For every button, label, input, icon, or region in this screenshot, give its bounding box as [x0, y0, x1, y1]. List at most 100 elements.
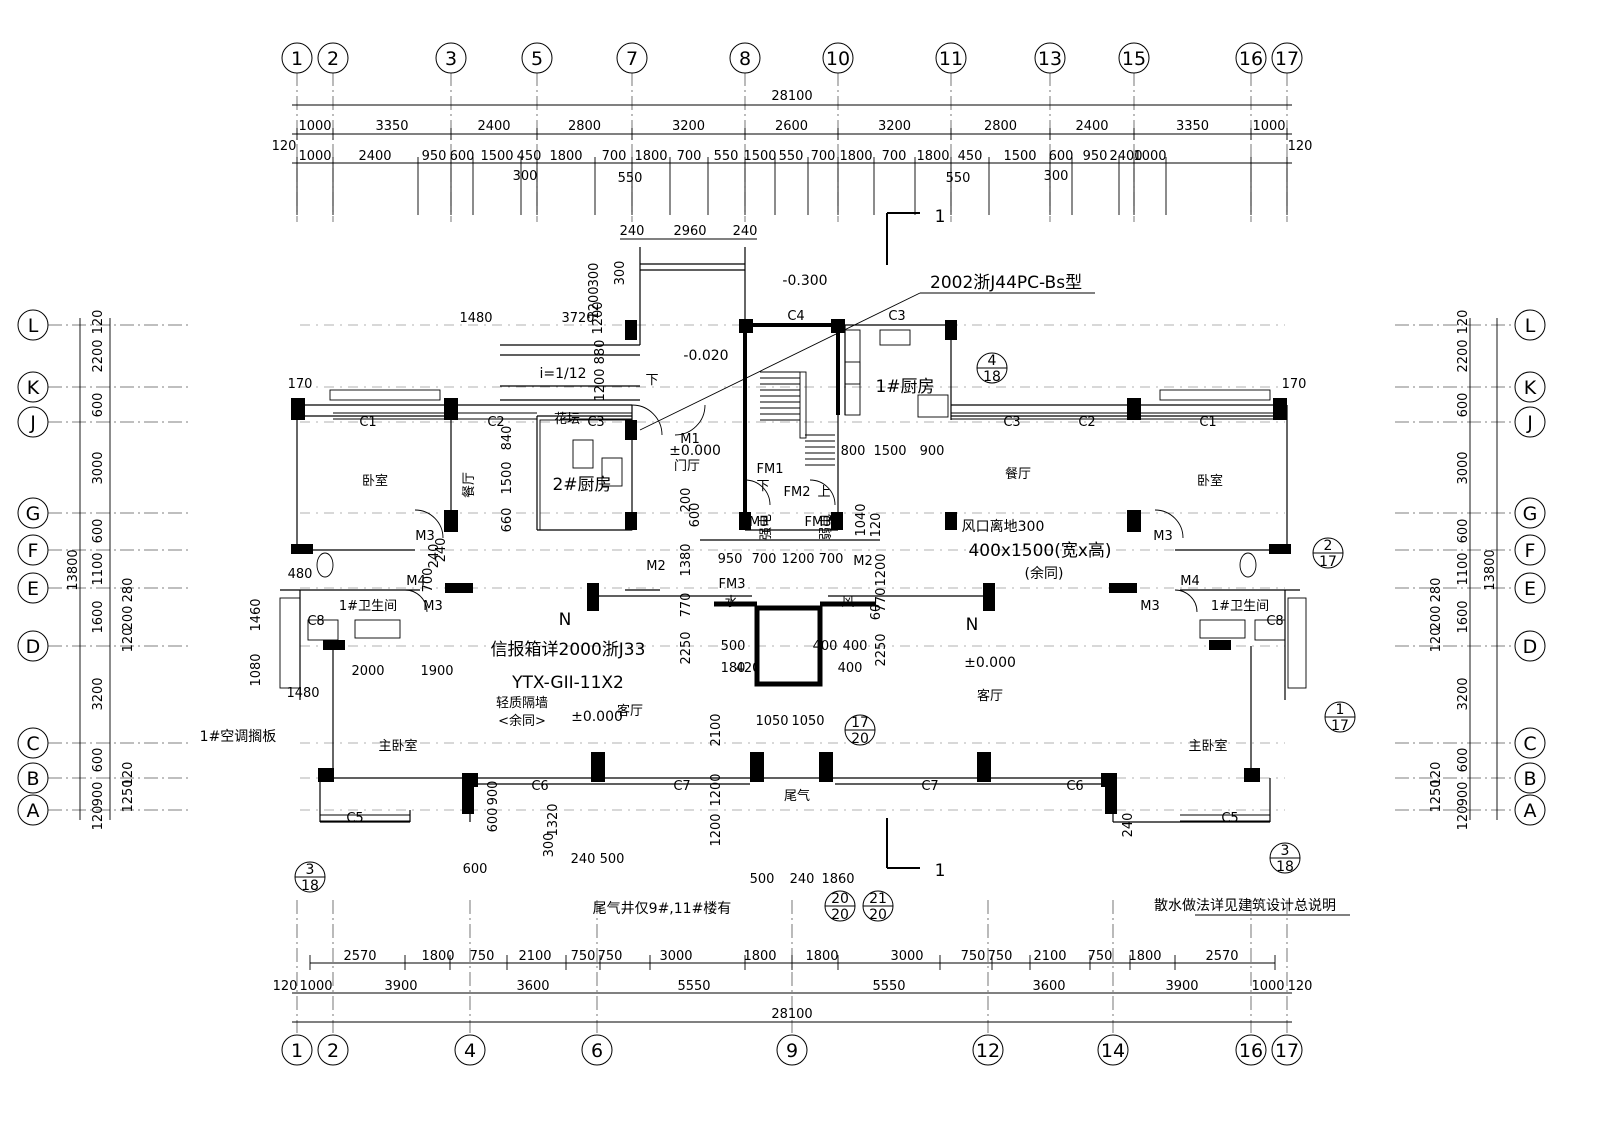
dim-misc-3: 880	[593, 340, 608, 365]
tag-fm3-28: FM3	[805, 515, 832, 530]
dim-misc-14: 200	[679, 488, 694, 513]
tag-c1-1: C1	[1199, 415, 1216, 430]
bath-left-basin	[307, 619, 339, 641]
dim-bottom-row1-10: 750	[961, 949, 986, 964]
axis-bubble-left-A	[17, 794, 49, 826]
axis-bubble-left-J-label: J	[29, 412, 36, 434]
dim-misc-40: 480	[288, 567, 313, 582]
dim-bottom-row2-4: 3600	[1032, 979, 1065, 994]
column-19	[587, 583, 599, 611]
axis-bubble-bottom-2-label: 2	[327, 1040, 339, 1062]
dim-top-row2-6: 1800	[549, 149, 582, 164]
column-31	[462, 784, 474, 814]
axis-bubble-right-A	[1514, 794, 1546, 826]
dim-misc-59: 240	[790, 872, 815, 887]
axis-bubble-top-13-label: 13	[1038, 48, 1062, 70]
columns	[291, 319, 1291, 814]
dim-misc-34: 400	[838, 661, 863, 676]
axis-bubble-left-E	[17, 572, 49, 604]
axis-bubble-bottom-6-label: 6	[591, 1040, 603, 1062]
ac-board-left	[279, 597, 301, 689]
axis-bubble-bottom-9-label: 9	[786, 1040, 798, 1062]
anno-slope: i=1/12	[539, 366, 586, 382]
room-living-right: 客厅	[977, 688, 1003, 704]
axis-bubble-top-5	[521, 42, 553, 74]
anno-ytx: YTX-GII-11X2	[511, 673, 624, 693]
column-10	[444, 510, 458, 532]
dim-bottom-row1-12: 2100	[1033, 949, 1066, 964]
ref-bubble-3-top: 17	[851, 715, 869, 731]
room-planter: 花坛	[554, 411, 580, 427]
column-30	[1244, 768, 1260, 782]
column-11	[739, 512, 751, 530]
dim-top-row2-22: 1000	[1133, 149, 1166, 164]
dim-misc-27: 60	[869, 604, 884, 621]
dim-misc-20: 700	[752, 552, 777, 567]
axis-bubble-top-2-label: 2	[327, 48, 339, 70]
dim-top-row2-21: 2400	[1109, 149, 1142, 164]
dim-misc-39: 1200	[709, 813, 724, 846]
dim-top-row2-17: 450	[958, 149, 983, 164]
dim-misc-41: 700	[421, 568, 436, 593]
axis-bubble-right-E	[1514, 572, 1546, 604]
dim-misc-54: 300	[542, 833, 557, 858]
dim-left-total: 13800	[66, 549, 81, 590]
dim-misc-38: 1200	[709, 773, 724, 806]
ref-bubble-6-top: 20	[831, 891, 849, 907]
tag-m3-21: M3	[423, 599, 443, 614]
dim-bottom-end-2: 1000	[1251, 979, 1284, 994]
axis-bubble-left-G-label: G	[26, 503, 41, 525]
axis-bubble-right-D	[1514, 630, 1546, 662]
room-master-left: 主卧室	[378, 738, 417, 754]
anno-vent-size: 400x1500(宽x高)	[968, 541, 1111, 561]
dim-misc-37: 1050	[791, 714, 824, 729]
dim-right-inner-0: 280	[1429, 578, 1444, 603]
dim-top-row2-7: 700	[602, 149, 627, 164]
axis-bubble-left-E-label: E	[27, 578, 39, 600]
dim-misc-30: 180	[721, 661, 746, 676]
dim-top-row2-15: 700	[882, 149, 907, 164]
axis-bubble-top-7	[616, 42, 648, 74]
axis-bubble-bottom-12	[972, 1034, 1004, 1066]
dim-top-row1-6: 3200	[878, 119, 911, 134]
axis-bubble-top-13	[1034, 42, 1066, 74]
dim-bottom-row1-9: 3000	[890, 949, 923, 964]
axis-bubble-bottom-16	[1235, 1034, 1267, 1066]
column-28	[977, 752, 991, 782]
elevator-shaft	[754, 605, 823, 687]
tag-c3-4: C3	[587, 415, 604, 430]
dim-misc-57: 500	[600, 852, 625, 867]
axis-bubble-bottom-4-label: 4	[464, 1040, 476, 1062]
dim-bottom-row2-2: 5550	[677, 979, 710, 994]
dim-misc-55: 600	[463, 862, 488, 877]
column-20	[983, 583, 995, 611]
ref-bubble-2-top: 1	[1336, 702, 1345, 718]
dim-misc-10: 840	[500, 426, 515, 451]
room-tail-gas: 尾气	[784, 788, 810, 804]
column-3	[625, 420, 637, 440]
column-1	[444, 398, 458, 420]
dim-misc-60: 1860	[821, 872, 854, 887]
anno-ac-board: 1#空调搁板	[200, 729, 277, 745]
stair-handrail	[799, 371, 807, 439]
dim-misc-26: 770	[874, 588, 889, 613]
column-9	[1273, 398, 1287, 420]
dim-top-row2-10: 550	[714, 149, 739, 164]
axis-bubble-right-F-label: F	[1525, 540, 1536, 562]
dim-left-outer-6: 3200	[91, 677, 106, 710]
dim-top-row1-5: 2600	[775, 119, 808, 134]
dim-bottom-row1-1: 1800	[421, 949, 454, 964]
column-15	[291, 544, 313, 554]
tag-m3-22: M3	[1140, 599, 1160, 614]
dim-bottom-row1-6: 3000	[659, 949, 692, 964]
dim-misc-11: 1500	[500, 461, 515, 494]
axis-bubble-top-15	[1118, 42, 1150, 74]
tag-fm1-25: FM1	[757, 462, 784, 477]
dim-misc-13: 240	[434, 538, 449, 563]
axis-bubble-top-3	[435, 42, 467, 74]
dim-top-row1-4: 3200	[672, 119, 705, 134]
axis-bubble-right-B-label: B	[1523, 768, 1536, 790]
tag-m3-19: M3	[415, 529, 435, 544]
